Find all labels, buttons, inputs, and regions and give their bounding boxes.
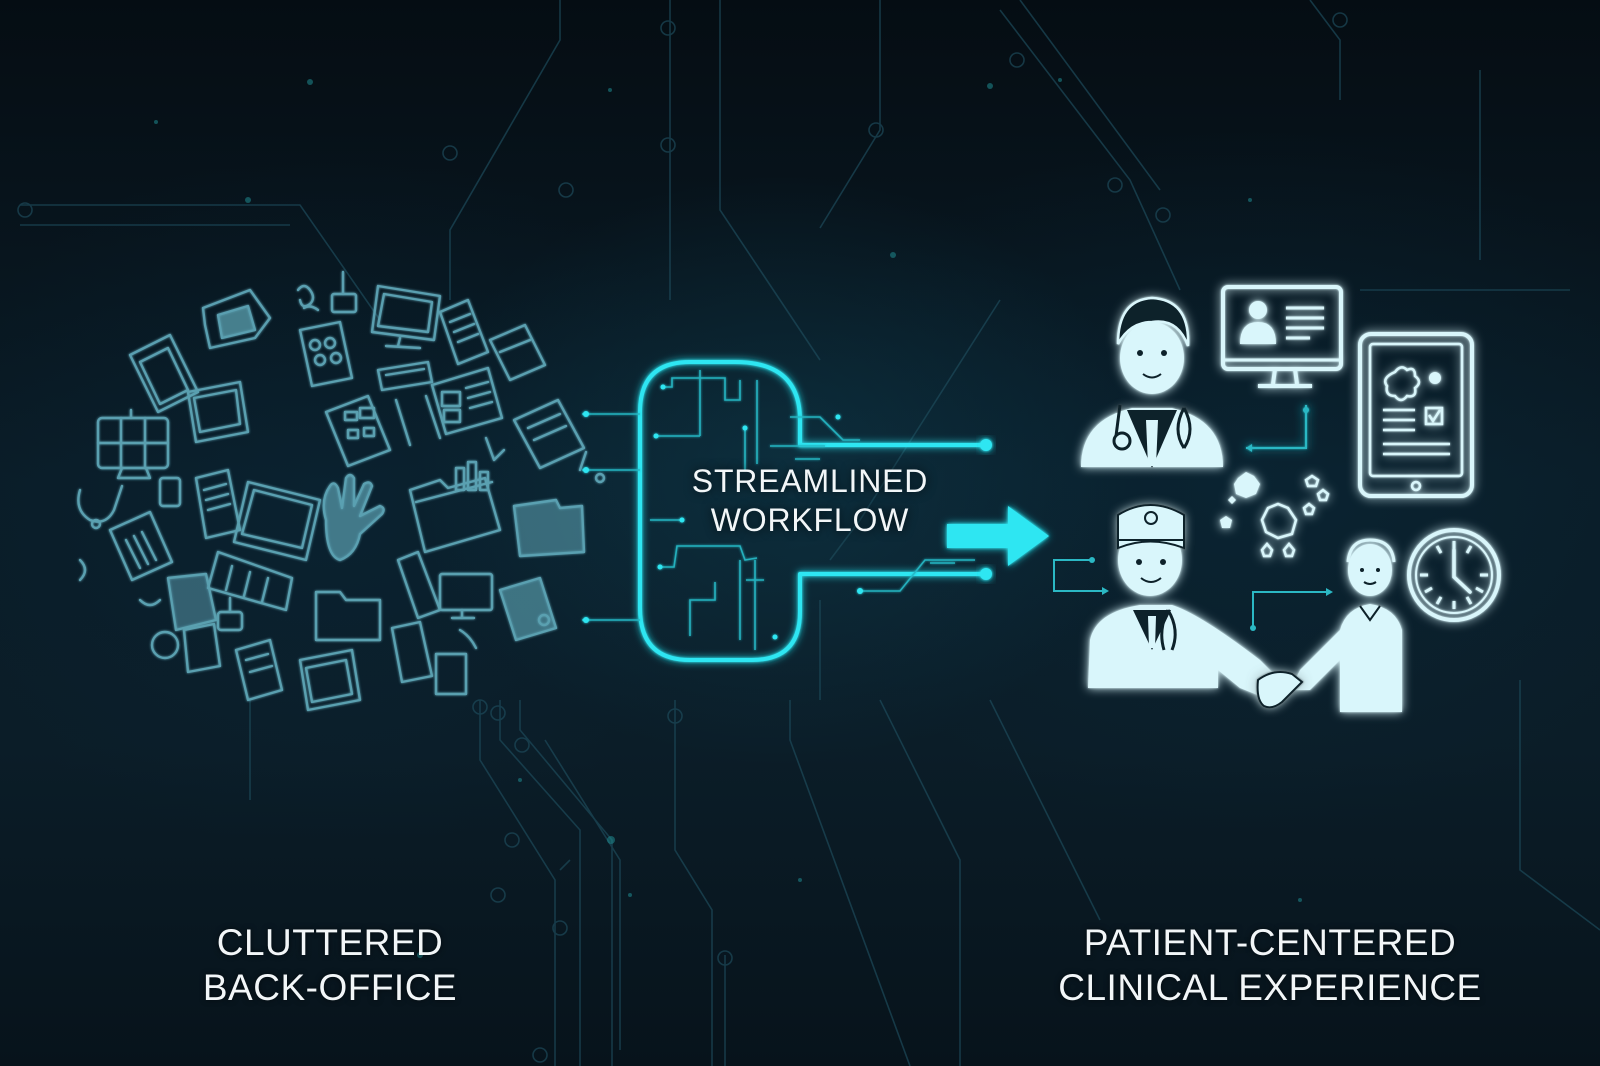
left-title-line1: CLUTTERED xyxy=(216,922,444,963)
folder-lower-icon xyxy=(314,590,382,642)
center-title-line2: WORKFLOW xyxy=(710,502,910,539)
server-tower-icon xyxy=(438,298,490,366)
folder-icon xyxy=(408,476,502,554)
dashboard-document-icon xyxy=(430,366,504,436)
right-title-line1: PATIENT-CENTERED xyxy=(1083,922,1457,963)
door-icon xyxy=(434,652,468,696)
laptop-icon xyxy=(201,288,272,350)
tablet-checklist-icon xyxy=(1358,332,1474,498)
desktop-monitor-icon xyxy=(370,284,442,350)
center-title-line1: STREAMLINED xyxy=(691,463,929,499)
workflow-capsule xyxy=(638,360,985,662)
desk-lamp-icon xyxy=(216,596,244,632)
clipboard-icon xyxy=(108,510,174,582)
surgeon-doctor-icon xyxy=(1088,504,1280,700)
patient-icon xyxy=(1290,538,1402,712)
laptop-screen-icon xyxy=(232,480,322,562)
streamlined-workflow-title: STREAMLINED WORKFLOW xyxy=(640,462,980,540)
file-cabinet-icon xyxy=(298,320,354,388)
pager-icon xyxy=(158,476,182,508)
stethoscope-icon xyxy=(77,484,124,530)
small-monitor-icon xyxy=(438,572,494,620)
tablet-icon xyxy=(128,333,200,414)
patient-centered-experience-label: PATIENT-CENTERED CLINICAL EXPERIENCE xyxy=(1030,920,1510,1010)
folder-open-icon xyxy=(512,498,586,558)
clock-icon xyxy=(1407,528,1501,622)
screen-icon xyxy=(186,380,250,444)
stars-icon xyxy=(1220,472,1330,558)
photo-card-icon xyxy=(488,323,547,382)
arrow-right-icon xyxy=(947,506,1049,566)
form-icon xyxy=(234,638,284,702)
left-title-line2: BACK-OFFICE xyxy=(202,967,458,1009)
cluttered-back-office-label: CLUTTERED BACK-OFFICE xyxy=(180,920,480,1010)
keyboard-icon xyxy=(376,360,434,392)
monitor-profile-icon xyxy=(1221,285,1343,452)
glove-icon xyxy=(322,473,385,562)
inner-circuit-traces xyxy=(582,370,975,650)
camera-icon xyxy=(150,622,222,674)
connector-arrows xyxy=(1053,559,1326,628)
form-document-icon xyxy=(324,394,392,468)
pc-tower-icon xyxy=(194,468,242,540)
bag-icon xyxy=(166,572,218,632)
document-clip-icon xyxy=(390,620,434,684)
inner-circuit-nodes xyxy=(583,384,863,640)
newspaper-icon xyxy=(512,398,586,470)
right-title-line2: CLINICAL EXPERIENCE xyxy=(1058,967,1482,1009)
monitor-grid-icon xyxy=(96,408,170,480)
rail-end-node-bottom xyxy=(980,568,992,580)
photo-stack-icon xyxy=(298,648,362,712)
paperclip-icon xyxy=(296,284,320,312)
rail-end-node-top xyxy=(980,439,992,451)
doctor-icon xyxy=(1081,296,1223,468)
scanner-icon xyxy=(206,550,294,612)
stamp-icon xyxy=(330,270,358,314)
handshake-icon xyxy=(1256,671,1304,709)
